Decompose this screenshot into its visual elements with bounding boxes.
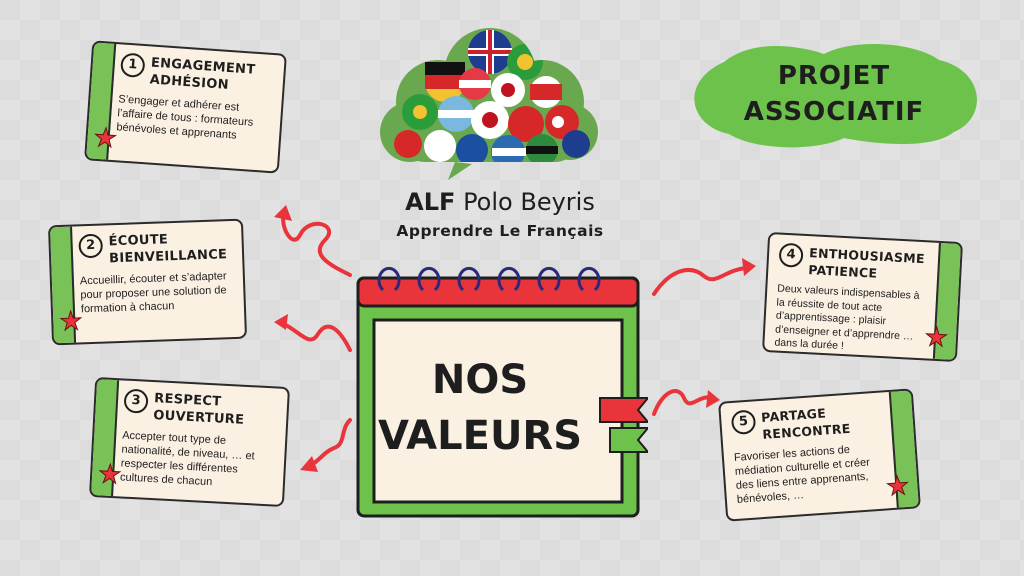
center-title: NOS VALEURS — [377, 357, 583, 459]
value-number: 3 — [123, 388, 149, 414]
curly-arrow-icon — [652, 258, 756, 296]
value-number: 2 — [78, 233, 104, 259]
value-description: Favoriser les actions de médiation cultu… — [733, 443, 871, 506]
value-description: Deux valeurs indispensables à la réussit… — [774, 282, 920, 353]
star-icon: ★ — [58, 306, 84, 338]
brand-title: ALF Polo Beyris — [405, 188, 595, 216]
value-number: 1 — [119, 52, 146, 79]
value-description: Accepter tout type de nationalité, de ni… — [119, 429, 255, 489]
value-number: 4 — [778, 242, 804, 268]
calendar-icon — [356, 266, 648, 518]
brand-subtitle: Apprendre Le Français — [396, 222, 604, 240]
curly-arrow-icon — [274, 205, 352, 277]
value-description: Accueillir, écouter et s’adapter pour pr… — [79, 270, 227, 316]
star-icon: ★ — [923, 322, 949, 354]
star-icon: ★ — [92, 122, 118, 155]
curly-arrow-icon — [652, 389, 720, 416]
value-title: OUVERTURE — [152, 408, 245, 428]
value-description: S’engager et adhérer est l’affaire de to… — [116, 93, 254, 142]
curly-arrow-icon — [300, 418, 352, 472]
star-icon: ★ — [97, 459, 123, 491]
value-title: BIENVEILLANCE — [108, 247, 228, 267]
star-icon: ★ — [885, 470, 911, 503]
value-number: 5 — [730, 409, 757, 436]
curly-arrow-icon — [274, 314, 352, 352]
flag-cloud-icon — [380, 28, 598, 180]
